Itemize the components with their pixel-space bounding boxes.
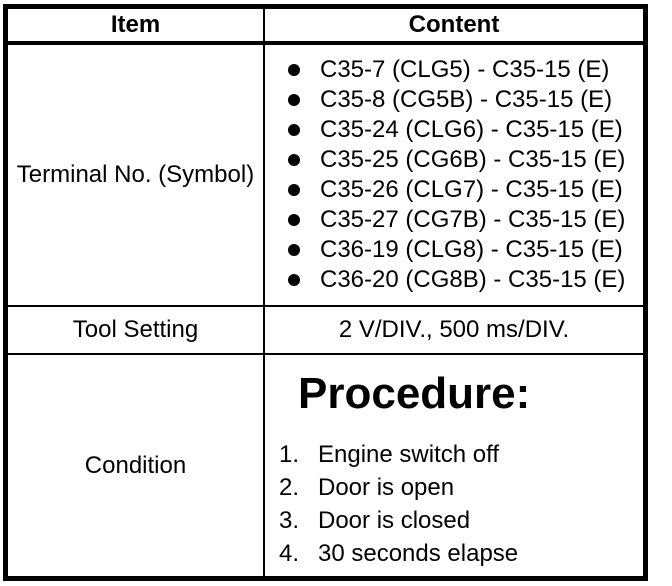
condition-label: Condition — [84, 451, 187, 479]
terminal-entry-text: C35-25 (CG6B) - C35-15 (E) — [320, 146, 626, 173]
condition-content-cell: Procedure: 1. Engine switch off 2. Door is … — [265, 355, 643, 576]
procedure-step-text: Door is open — [318, 474, 455, 501]
terminal-entry-text: C35-8 (CG5B) - C35-15 (E) — [320, 86, 613, 113]
header-item-label: Item — [110, 11, 161, 38]
header-cell-item: Item — [8, 9, 265, 41]
procedure-step-text: Door is closed — [318, 507, 471, 534]
procedure-step-number: 1. — [279, 441, 300, 468]
header-cell-content: Content — [265, 9, 643, 41]
terminal-entry-text: C35-24 (CLG6) - C35-15 (E) — [320, 116, 623, 143]
terminal-label: Terminal No. (Symbol) — [16, 161, 255, 188]
terminal-entry: C35-8 (CG5B) - C35-15 (E) — [288, 85, 643, 115]
bullet-icon — [288, 244, 300, 256]
procedure-heading: Procedure: — [298, 369, 531, 418]
terminal-entry: C35-26 (CLG7) - C35-15 (E) — [288, 175, 643, 205]
terminal-entry-text: C35-7 (CLG5) - C35-15 (E) — [320, 56, 610, 83]
terminal-entry-text: C36-19 (CLG8) - C35-15 (E) — [320, 236, 623, 263]
terminal-list: C35-7 (CLG5) - C35-15 (E) C35-8 (CG5B) - … — [265, 45, 643, 305]
table-header-row: Item Content — [8, 9, 643, 45]
procedure-step-number: 2. — [279, 474, 300, 501]
bullet-icon — [288, 184, 300, 196]
terminal-entry: C36-20 (CG8B) - C35-15 (E) — [288, 265, 643, 295]
terminal-entry: C36-19 (CLG8) - C35-15 (E) — [288, 235, 643, 265]
tool-setting-value: 2 V/DIV., 500 ms/DIV. — [338, 316, 570, 343]
procedure-step: 2. Door is open — [279, 474, 643, 507]
bullet-icon — [288, 94, 300, 106]
procedure-step-text: Engine switch off — [318, 441, 499, 468]
procedure-step: 1. Engine switch off — [279, 441, 643, 474]
terminal-entry: C35-27 (CG7B) - C35-15 (E) — [288, 205, 643, 235]
procedure-step: 3. Door is closed — [279, 507, 643, 540]
bullet-icon — [288, 214, 300, 226]
procedure-step-number: 3. — [279, 507, 300, 534]
procedure-step-list: 1. Engine switch off 2. Door is open 3. Door … — [279, 441, 643, 573]
terminal-entry: C35-25 (CG6B) - C35-15 (E) — [288, 145, 643, 175]
diagnostic-table: Item Content Terminal No. (Symbol) C35-7… — [3, 4, 648, 581]
tool-setting-row: Tool Setting 2 V/DIV., 500 ms/DIV. — [8, 307, 643, 355]
terminal-entry: C35-24 (CLG6) - C35-15 (E) — [288, 115, 643, 145]
bullet-icon — [288, 274, 300, 286]
condition-label-cell: Condition — [8, 355, 265, 576]
condition-row: Condition Procedure: 1. Engine switch off… — [8, 355, 643, 576]
tool-setting-label: Tool Setting — [72, 316, 199, 343]
terminal-entry-text: C35-26 (CLG7) - C35-15 (E) — [320, 176, 623, 203]
terminal-entry-text: C36-20 (CG8B) - C35-15 (E) — [320, 266, 626, 293]
procedure-step-number: 4. — [279, 540, 300, 567]
bullet-icon — [288, 124, 300, 136]
terminal-entry-text: C35-27 (CG7B) - C35-15 (E) — [320, 206, 626, 233]
condition-content: Procedure: 1. Engine switch off 2. Door is … — [265, 355, 643, 573]
tool-setting-value-cell: 2 V/DIV., 500 ms/DIV. — [265, 307, 643, 353]
tool-setting-label-cell: Tool Setting — [8, 307, 265, 353]
header-content-label: Content — [408, 11, 500, 38]
procedure-step-text: 30 seconds elapse — [318, 540, 519, 567]
procedure-step: 4. 30 seconds elapse — [279, 540, 643, 573]
terminal-entry: C35-7 (CLG5) - C35-15 (E) — [288, 55, 643, 85]
terminal-content-cell: C35-7 (CLG5) - C35-15 (E) C35-8 (CG5B) - … — [265, 45, 643, 305]
terminal-label-cell: Terminal No. (Symbol) — [8, 45, 265, 305]
bullet-icon — [288, 64, 300, 76]
bullet-icon — [288, 154, 300, 166]
terminal-row: Terminal No. (Symbol) C35-7 (CLG5) - C35… — [8, 45, 643, 307]
